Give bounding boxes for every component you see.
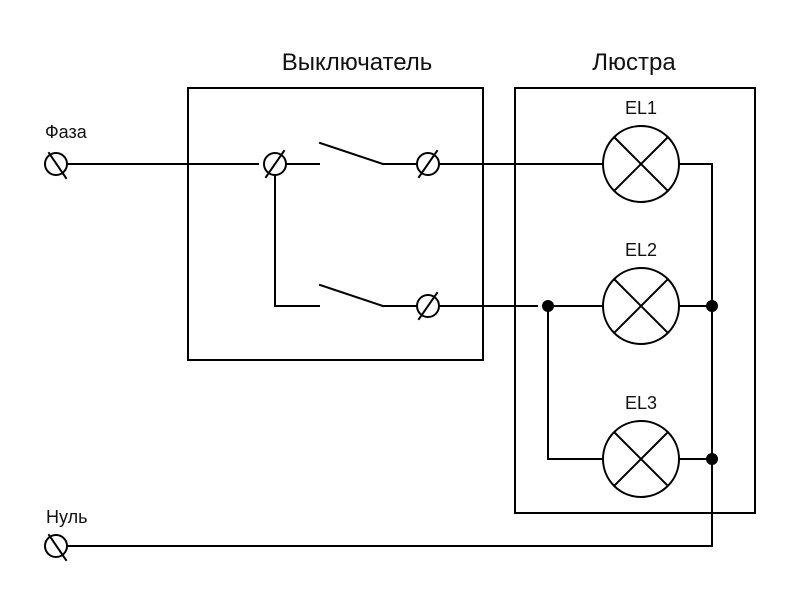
junction-el3-neutral	[706, 453, 718, 465]
lamp-el1	[602, 125, 680, 203]
switch-key-2	[318, 283, 385, 308]
chandelier-block	[514, 87, 756, 514]
switch-out-1-terminal	[416, 149, 440, 179]
junction-el2-el3-input	[542, 300, 554, 312]
neutral-terminal	[44, 533, 68, 562]
switch-key-1	[318, 141, 385, 166]
lamp-el2-label: EL2	[625, 240, 657, 260]
lamp-el3	[602, 420, 680, 498]
lamp-el1-label: EL1	[625, 98, 657, 118]
phase-label: Фаза	[45, 122, 88, 142]
lamp-el3-label: EL3	[625, 393, 657, 413]
switch-block-title: Выключатель	[282, 49, 433, 76]
switch-out-2-terminal	[416, 291, 440, 321]
switch-common-terminal	[263, 149, 287, 179]
lamp-el2	[602, 267, 680, 345]
neutral-label: Нуль	[46, 507, 87, 527]
junction-el2-neutral	[706, 300, 718, 312]
phase-terminal	[44, 151, 68, 180]
chandelier-block-title: Люстра	[592, 49, 676, 76]
switch-block	[187, 87, 484, 361]
